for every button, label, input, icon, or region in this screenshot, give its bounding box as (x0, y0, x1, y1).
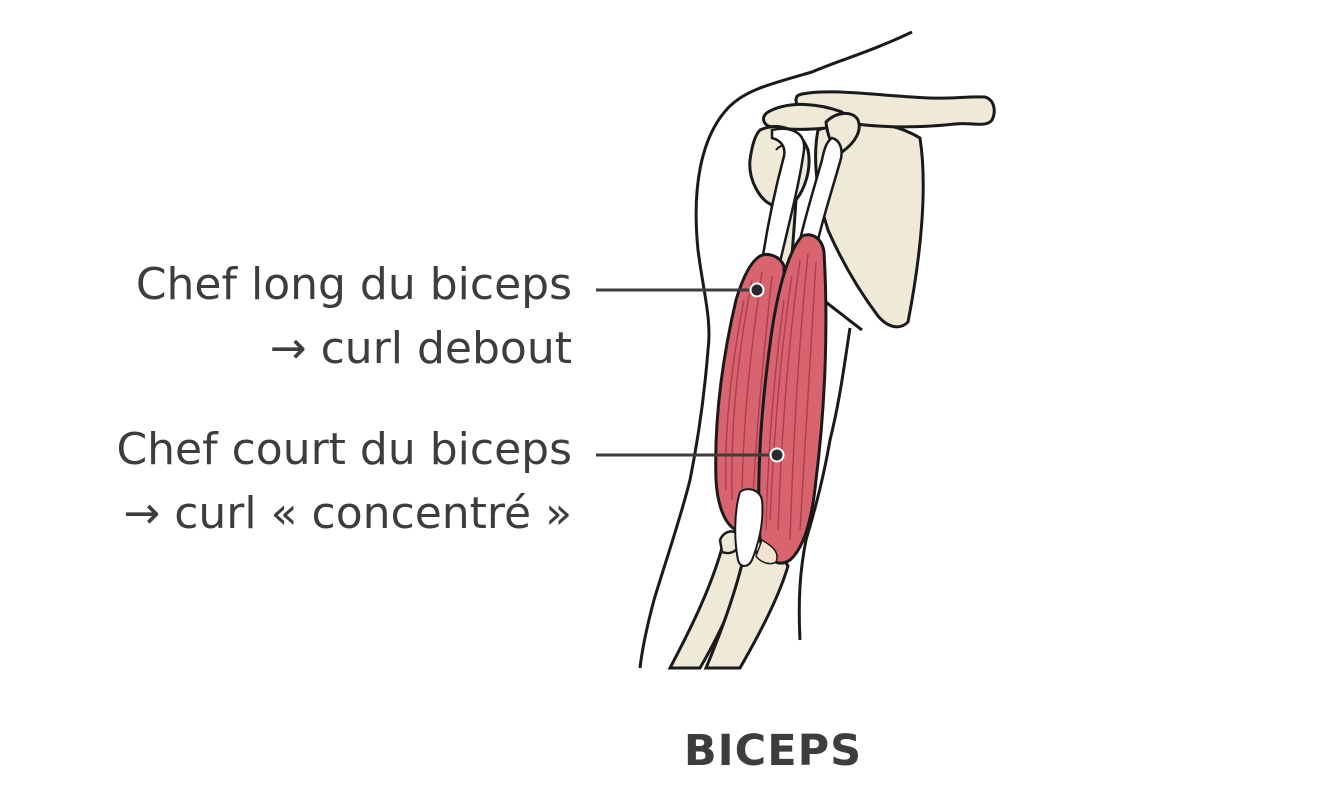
long-head-exercise: → curl debout (269, 323, 572, 374)
long-head-label: Chef long du biceps → curl debout (136, 253, 572, 381)
distal-tendon (734, 488, 764, 567)
muscle-fibers (725, 253, 817, 541)
short-head-marker (769, 447, 785, 463)
long-head-marker (749, 282, 765, 298)
diagram-title: BICEPS (683, 726, 863, 776)
bicipital-aponeurosis (755, 538, 778, 565)
long-head-name: Chef long du biceps (135, 259, 572, 310)
inner-arm-outline (797, 327, 852, 641)
arm-outline (638, 30, 913, 669)
short-head-muscle (757, 233, 828, 565)
short-head-name: Chef court du biceps (116, 424, 572, 475)
short-head-exercise: → curl « concentré » (123, 488, 572, 539)
short-head-label: Chef court du biceps → curl « concentré … (116, 418, 572, 546)
